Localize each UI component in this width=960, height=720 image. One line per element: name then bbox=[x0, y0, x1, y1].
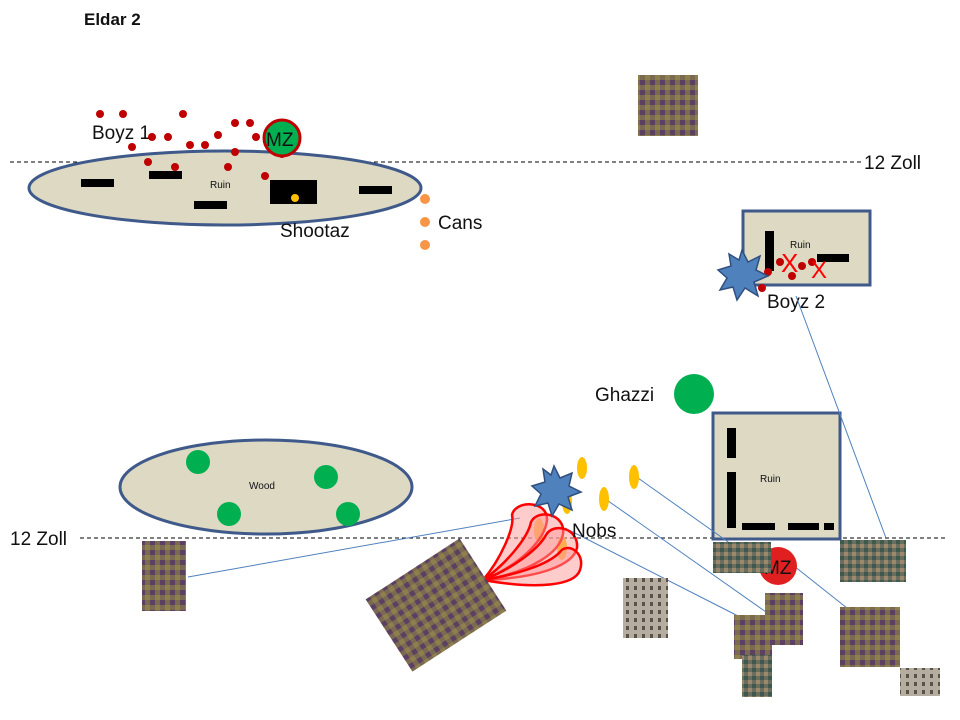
flamer-template-icon bbox=[482, 503, 583, 587]
eldar-miniature-photo bbox=[900, 668, 940, 696]
terrain-label: Wood bbox=[249, 481, 275, 492]
page-title: Eldar 2 bbox=[84, 10, 141, 29]
unit-label-shootaz: Shootaz bbox=[280, 221, 350, 242]
unit-label-cans: Cans bbox=[438, 213, 482, 234]
mz-marker-top bbox=[262, 118, 302, 158]
eldar-miniature-photo bbox=[638, 75, 698, 136]
boyz2-models bbox=[758, 258, 816, 292]
ghazzi-marker bbox=[674, 374, 714, 414]
unit-label-boyz1: Boyz 1 bbox=[92, 123, 150, 144]
terrain-label: Ruin bbox=[790, 240, 811, 251]
terrain-ruin-left: Ruin bbox=[27, 149, 423, 227]
explosion-icon bbox=[530, 464, 583, 518]
eldar-miniature-photo bbox=[365, 538, 507, 672]
mz-label-top: MZ bbox=[266, 130, 294, 151]
terrain-label: Ruin bbox=[760, 474, 781, 485]
eldar-miniature-photo bbox=[840, 540, 906, 582]
casualty-mark: X bbox=[781, 248, 798, 278]
eldar-miniature-photo bbox=[713, 542, 771, 573]
range-label-bottom: 12 Zoll bbox=[10, 529, 67, 550]
eldar-miniature-photo bbox=[142, 541, 186, 611]
casualty-mark: X bbox=[811, 257, 827, 284]
unit-label-ghazzi: Ghazzi bbox=[595, 385, 654, 406]
range-label-top: 12 Zoll bbox=[864, 153, 921, 174]
explosion-icon bbox=[716, 247, 770, 302]
terrain-ruin-mid-right: Ruin bbox=[711, 411, 842, 541]
eldar-miniature-photo bbox=[840, 607, 900, 667]
terrain-wood: Wood bbox=[118, 438, 414, 536]
unit-label-boyz2: Boyz 2 bbox=[767, 292, 825, 313]
eldar-miniature-photo bbox=[742, 655, 772, 697]
unit-label-nobs: Nobs bbox=[572, 521, 616, 542]
eldar-miniature-photo bbox=[623, 578, 668, 638]
cans-models bbox=[420, 194, 430, 250]
eldar-miniature-photo bbox=[734, 615, 772, 659]
terrain-label: Ruin bbox=[210, 180, 231, 191]
